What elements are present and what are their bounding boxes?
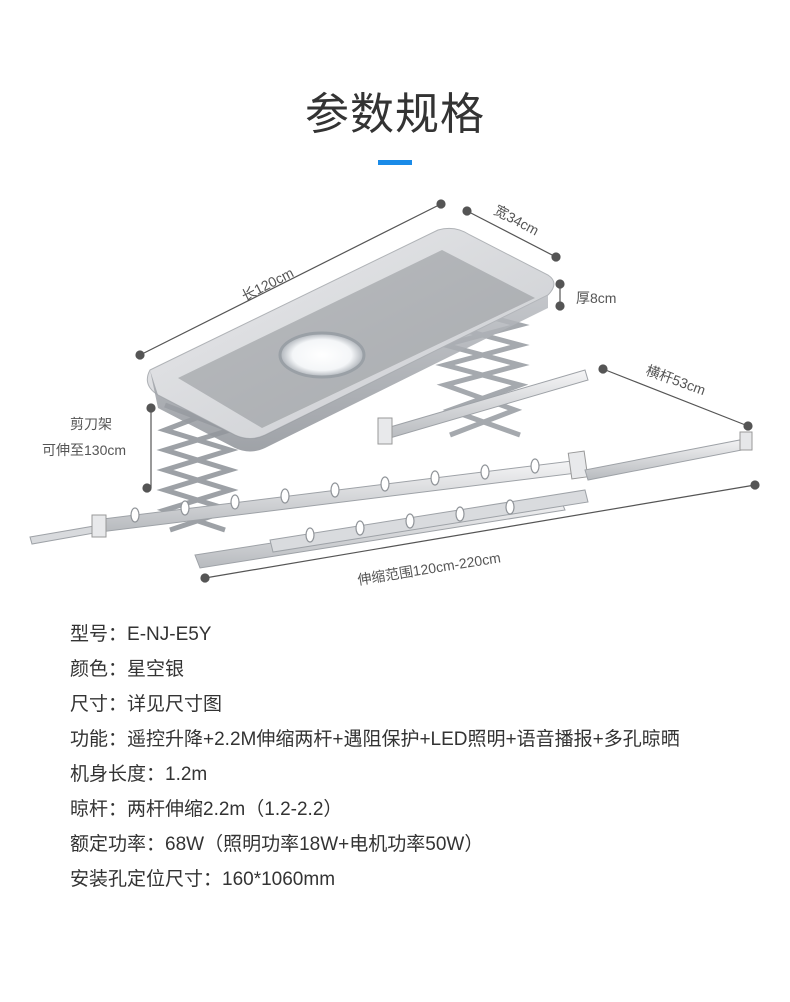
spec-label: 尺寸： xyxy=(70,694,128,715)
spec-value: 两杆伸缩2.2m（1.2-2.2） xyxy=(127,799,343,820)
title-underline xyxy=(378,160,412,165)
spec-value: 68W（照明功率18W+电机功率50W） xyxy=(165,834,484,855)
spec-value: 详见尺寸图 xyxy=(127,694,223,715)
front-rail xyxy=(29,450,589,545)
spec-label: 功能： xyxy=(70,729,128,750)
drying-rack-illustration xyxy=(29,199,760,583)
spec-row-mounting: 安装孔定位尺寸：160*1060mm xyxy=(70,865,770,900)
product-dimension-diagram: 长120cm 宽34cm 厚8cm 横杆53cm 剪刀架 可伸至130cm 伸缩… xyxy=(0,180,790,600)
dim-dot xyxy=(436,199,446,209)
spec-label: 晾杆： xyxy=(70,799,128,820)
spec-row-color: 颜色：星空银 xyxy=(70,655,770,690)
dim-thickness-label: 厚8cm xyxy=(576,290,617,306)
dim-scissor-label-line1: 剪刀架 xyxy=(70,416,112,432)
dim-dot xyxy=(135,350,145,360)
spec-label: 颜色： xyxy=(70,659,128,680)
back-rail xyxy=(377,369,753,481)
spec-row-model: 型号：E-NJ-E5Y xyxy=(70,620,770,655)
spec-value: 1.2m xyxy=(165,764,208,785)
led-lamp xyxy=(278,331,366,379)
spec-label: 额定功率： xyxy=(70,834,166,855)
lower-rail xyxy=(194,489,589,569)
spec-row-power: 额定功率：68W（照明功率18W+电机功率50W） xyxy=(70,830,770,865)
spec-value: 遥控升降+2.2M伸缩两杆+遇阻保护+LED照明+语音播报+多孔晾晒 xyxy=(127,729,680,750)
dim-scissor-label-line2: 可伸至130cm xyxy=(42,442,127,458)
top-housing xyxy=(146,227,555,452)
spec-row-rod: 晾杆：两杆伸缩2.2m（1.2-2.2） xyxy=(70,795,770,830)
spec-list: 型号：E-NJ-E5Y 颜色：星空银 尺寸：详见尺寸图 功能：遥控升降+2.2M… xyxy=(70,620,770,900)
spec-row-body-length: 机身长度：1.2m xyxy=(70,760,770,795)
spec-label: 型号： xyxy=(70,624,128,645)
spec-row-size: 尺寸：详见尺寸图 xyxy=(70,690,770,725)
spec-value: 160*1060mm xyxy=(222,869,336,890)
spec-label: 机身长度： xyxy=(70,764,166,785)
spec-value: 星空银 xyxy=(127,659,185,680)
page-title: 参数规格 xyxy=(305,90,485,139)
spec-value: E-NJ-E5Y xyxy=(127,624,212,645)
spec-row-function: 功能：遥控升降+2.2M伸缩两杆+遇阻保护+LED照明+语音播报+多孔晾晒 xyxy=(70,725,770,760)
spec-label: 安装孔定位尺寸： xyxy=(70,869,223,890)
